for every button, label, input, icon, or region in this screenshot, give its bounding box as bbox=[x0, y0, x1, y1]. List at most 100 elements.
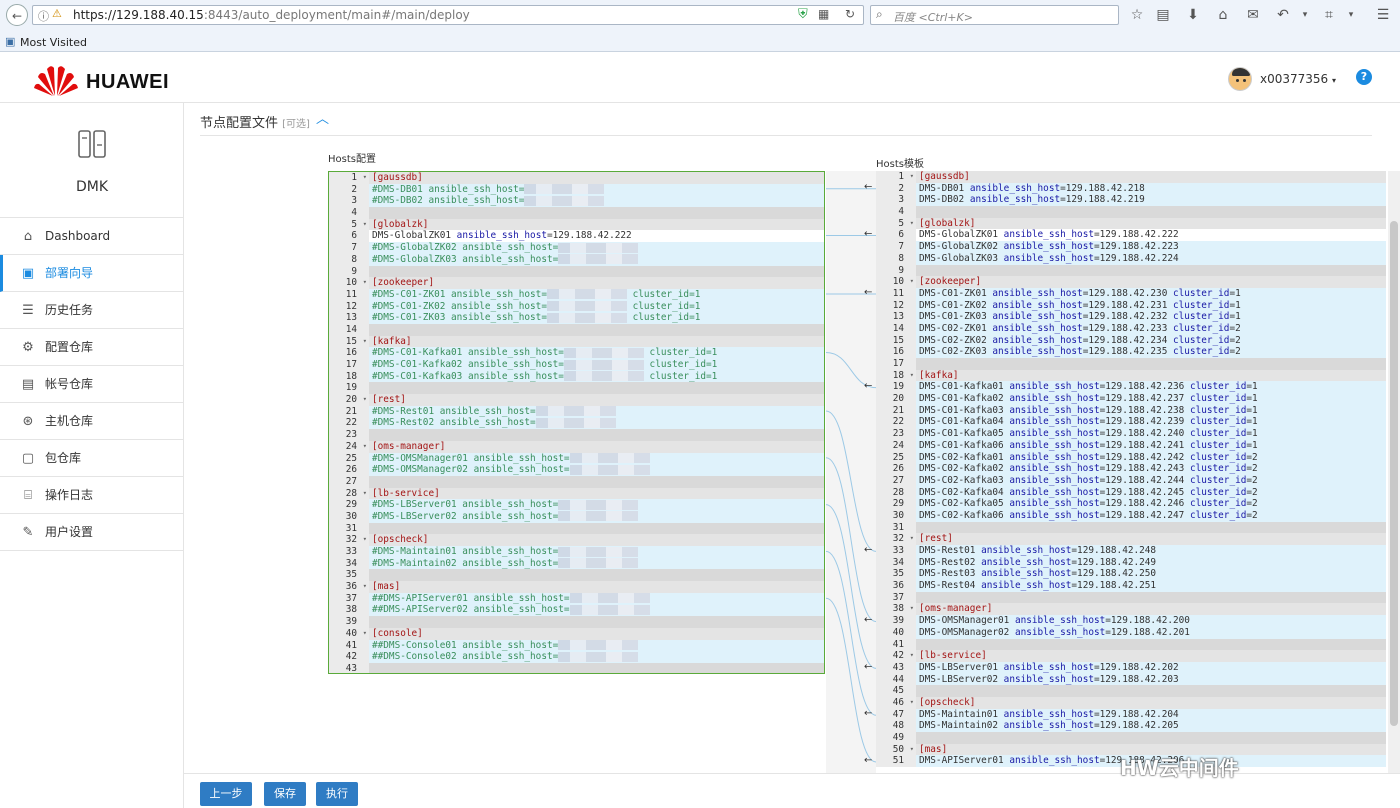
code-line[interactable]: 41##DMS-Console01 ansible_ssh_host= bbox=[329, 639, 824, 652]
code-line[interactable]: 45 bbox=[876, 685, 1386, 697]
code-line[interactable]: 17#DMS-C01-Kafka02 ansible_ssh_host= clu… bbox=[329, 359, 824, 371]
merge-arrow-icon[interactable]: ← bbox=[864, 661, 872, 672]
merge-arrow-icon[interactable]: ← bbox=[864, 229, 872, 240]
address-bar[interactable]: ⓘ ⚠ https://129.188.40.15:8443/auto_depl… bbox=[32, 5, 864, 25]
code-line[interactable]: 10▾[zookeeper] bbox=[876, 276, 1386, 288]
execute-button[interactable]: 执行 bbox=[316, 782, 358, 806]
code-line[interactable]: 30#DMS-LBServer02 ansible_ssh_host= bbox=[329, 510, 824, 523]
fold-toggle-icon[interactable]: ▾ bbox=[362, 395, 367, 404]
chevron-down-icon-2[interactable]: ▾ bbox=[1348, 10, 1354, 20]
code-line[interactable]: 8#DMS-GlobalZK03 ansible_ssh_host= bbox=[329, 253, 824, 266]
fold-toggle-icon[interactable]: ▾ bbox=[362, 173, 367, 181]
home-browser-icon[interactable]: ⌂ bbox=[1218, 7, 1228, 23]
code-line[interactable]: 2#DMS-DB01 ansible_ssh_host= bbox=[329, 183, 824, 196]
code-line[interactable]: 17 bbox=[876, 358, 1386, 370]
code-line[interactable]: 29#DMS-LBServer01 ansible_ssh_host= bbox=[329, 499, 824, 511]
merge-arrow-icon[interactable]: ← bbox=[864, 182, 872, 193]
code-line[interactable]: 4 bbox=[329, 207, 824, 219]
code-line[interactable]: 27 bbox=[329, 475, 824, 488]
fold-toggle-icon[interactable]: ▾ bbox=[362, 628, 367, 637]
reload-icon[interactable]: ↻ bbox=[845, 7, 856, 21]
fold-toggle-icon[interactable]: ▾ bbox=[362, 535, 367, 544]
code-line[interactable]: 35 bbox=[329, 569, 824, 582]
fold-toggle-icon[interactable]: ▾ bbox=[909, 534, 914, 543]
code-line[interactable]: 40▾[console] bbox=[329, 627, 824, 640]
code-line[interactable]: 22#DMS-Rest02 ansible_ssh_host= bbox=[329, 417, 824, 430]
hamburger-menu-icon[interactable]: ☰ bbox=[1376, 7, 1390, 23]
code-line[interactable]: 49 bbox=[876, 732, 1386, 744]
fold-toggle-icon[interactable]: ▾ bbox=[362, 336, 367, 345]
code-line[interactable]: 24▾[oms-manager] bbox=[329, 440, 824, 453]
code-line[interactable]: 9 bbox=[876, 264, 1386, 277]
info-icon[interactable]: ⓘ bbox=[38, 10, 49, 23]
code-line[interactable]: 41 bbox=[876, 638, 1386, 651]
code-line[interactable]: 37 bbox=[876, 591, 1386, 604]
code-line[interactable]: 20▾[rest] bbox=[329, 394, 824, 406]
code-line[interactable]: 31 bbox=[876, 521, 1386, 534]
code-line[interactable]: 14 bbox=[329, 323, 824, 336]
reading-list-icon[interactable]: ▤ bbox=[1156, 7, 1170, 23]
code-line[interactable]: 31 bbox=[329, 522, 824, 535]
fold-toggle-icon[interactable]: ▾ bbox=[909, 697, 914, 706]
code-line[interactable]: 11#DMS-C01-ZK01 ansible_ssh_host= cluste… bbox=[329, 288, 824, 301]
code-line[interactable]: 19 bbox=[329, 382, 824, 395]
crop-icon[interactable]: ⌗ bbox=[1325, 7, 1333, 23]
sidebar-item-history[interactable]: ☰历史任务 bbox=[0, 292, 184, 329]
sidebar-item-dashboard[interactable]: ⌂Dashboard bbox=[0, 218, 184, 255]
code-line[interactable]: 28▾[lb-service] bbox=[329, 487, 824, 500]
merge-arrow-icon[interactable]: ← bbox=[864, 287, 872, 298]
code-line[interactable]: 25#DMS-OMSManager01 ansible_ssh_host= bbox=[329, 452, 824, 465]
scrollbar-thumb[interactable] bbox=[1390, 221, 1398, 726]
merge-arrow-icon[interactable]: ← bbox=[864, 708, 872, 719]
code-line[interactable]: 38##DMS-APIServer02 ansible_ssh_host= bbox=[329, 604, 824, 617]
code-line[interactable]: 33#DMS-Maintain01 ansible_ssh_host= bbox=[329, 546, 824, 558]
fold-toggle-icon[interactable]: ▾ bbox=[362, 278, 367, 287]
code-line[interactable]: 32▾[opscheck] bbox=[329, 534, 824, 546]
bookmark-star-icon[interactable]: ☆ bbox=[1130, 7, 1144, 23]
sidebar-item-user-settings[interactable]: ✎用户设置 bbox=[0, 514, 184, 551]
code-line[interactable]: 13#DMS-C01-ZK03 ansible_ssh_host= cluste… bbox=[329, 312, 824, 324]
code-line[interactable]: 15▾[kafka] bbox=[329, 335, 824, 348]
chevron-up-icon[interactable]: ︿ bbox=[316, 112, 330, 127]
code-line[interactable]: 43 bbox=[329, 662, 824, 673]
code-line[interactable]: 21#DMS-Rest01 ansible_ssh_host= bbox=[329, 405, 824, 418]
code-line[interactable]: 1▾[gaussdb] bbox=[329, 172, 824, 184]
sidebar-item-account-repo[interactable]: ▤帐号仓库 bbox=[0, 366, 184, 403]
undo-icon[interactable]: ↶ bbox=[1277, 7, 1289, 23]
code-line[interactable]: 38▾[oms-manager] bbox=[876, 603, 1386, 616]
chevron-down-icon[interactable]: ▾ bbox=[1302, 10, 1308, 20]
fold-toggle-icon[interactable]: ▾ bbox=[909, 172, 914, 180]
fold-toggle-icon[interactable]: ▾ bbox=[909, 604, 914, 613]
code-line[interactable]: 12#DMS-C01-ZK02 ansible_ssh_host= cluste… bbox=[329, 300, 824, 313]
sidebar-item-host-repo[interactable]: ⊛主机仓库 bbox=[0, 403, 184, 440]
shield-icon[interactable]: ⛨ bbox=[798, 7, 808, 22]
code-line[interactable]: 10▾[zookeeper] bbox=[329, 277, 824, 289]
code-line[interactable]: 26#DMS-OMSManager02 ansible_ssh_host= bbox=[329, 464, 824, 476]
save-button[interactable]: 保存 bbox=[264, 782, 306, 806]
code-line[interactable]: 3#DMS-DB02 ansible_ssh_host= bbox=[329, 195, 824, 208]
sidebar-item-operation-log[interactable]: ⌸操作日志 bbox=[0, 477, 184, 514]
